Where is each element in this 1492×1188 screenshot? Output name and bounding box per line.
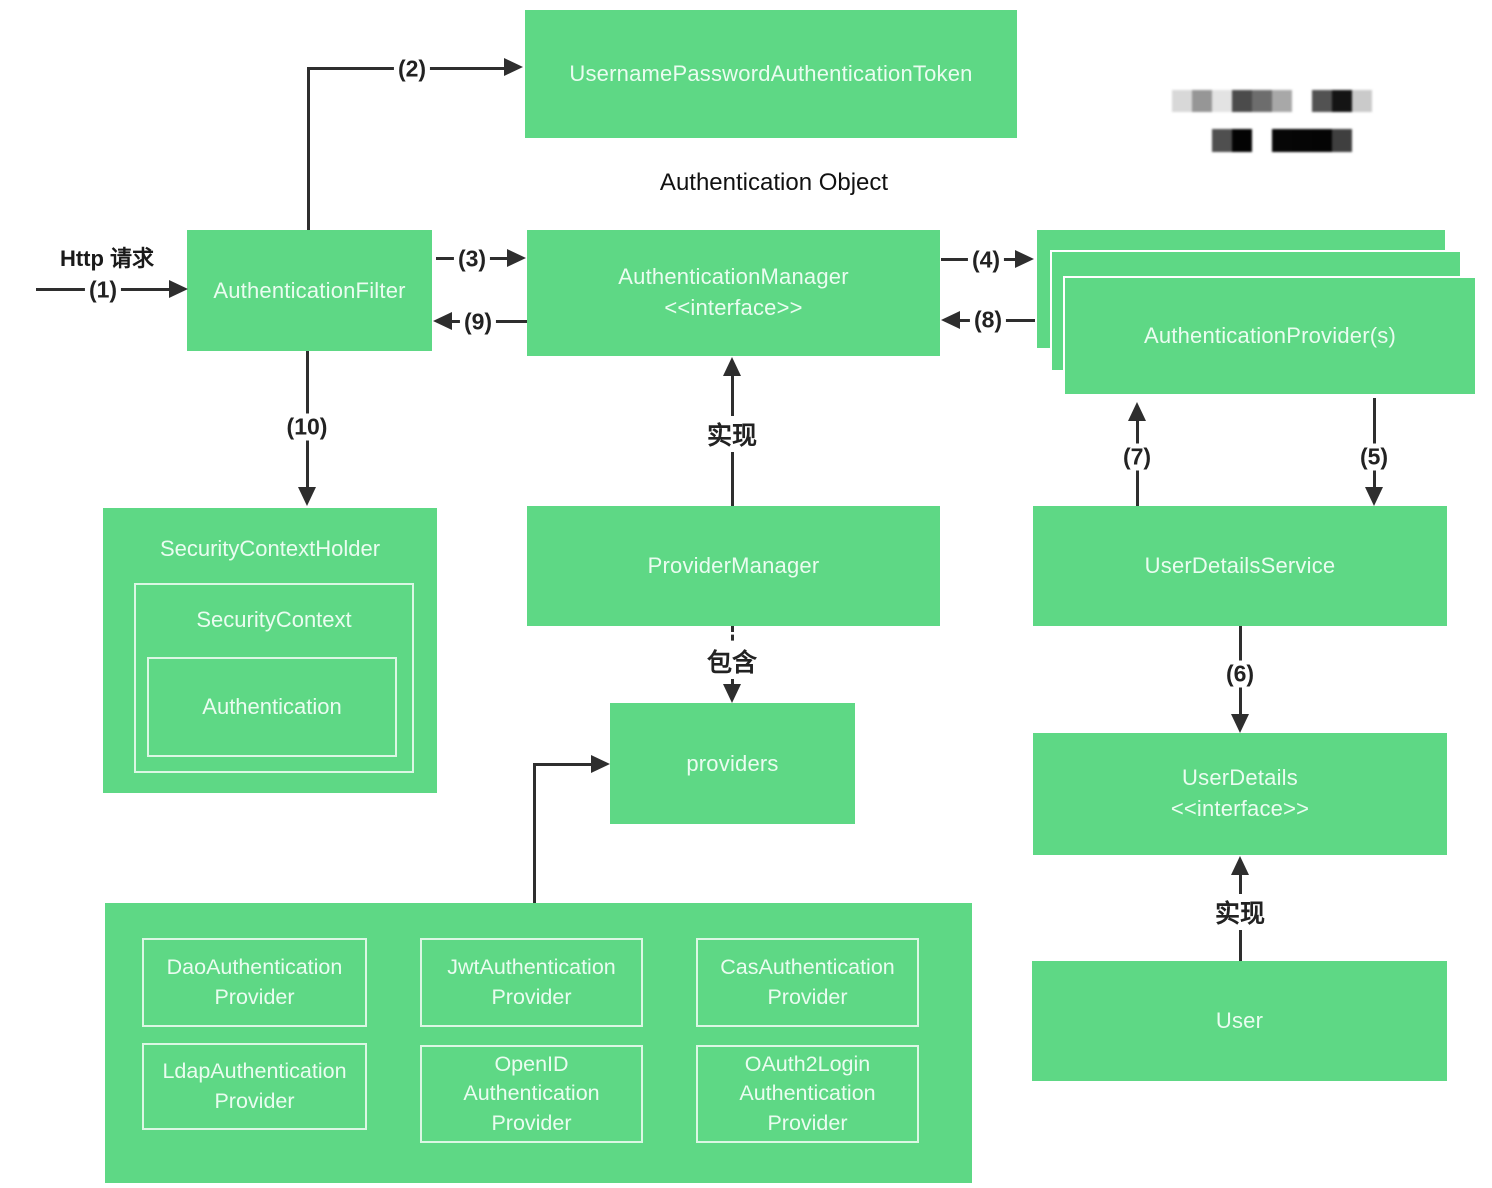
watermark-block bbox=[1332, 90, 1352, 112]
box-label: UserDetailsService bbox=[1144, 553, 1336, 578]
edge-contains-label: 包含 bbox=[702, 643, 762, 679]
edge-implements-center-arrowhead bbox=[723, 357, 741, 376]
watermark-block bbox=[1332, 129, 1352, 152]
box-authentication: Authentication bbox=[147, 657, 397, 757]
edge-impls-to-providers-arrowhead bbox=[591, 755, 610, 773]
box-label: User bbox=[1215, 1008, 1264, 1033]
edge-3-arrowhead bbox=[507, 249, 526, 267]
box-label: UsernamePasswordAuthenticationToken bbox=[569, 61, 973, 86]
watermark-block bbox=[1192, 90, 1212, 112]
edge-10-arrowhead bbox=[298, 487, 316, 506]
watermark-block bbox=[1312, 129, 1332, 152]
watermark-block bbox=[1232, 90, 1252, 112]
edge-1-arrowhead bbox=[169, 280, 188, 298]
box-label: Authentication bbox=[202, 694, 342, 719]
box-label: ProviderManager bbox=[647, 553, 820, 578]
edge-3-label: (3) bbox=[453, 245, 491, 273]
box-user-details: UserDetails <<interface>> bbox=[1033, 733, 1447, 855]
provider-impl-jwt: JwtAuthentication Provider bbox=[420, 938, 643, 1027]
edge-4-arrowhead bbox=[1015, 250, 1034, 268]
edge-9-arrowhead bbox=[433, 312, 452, 330]
watermark-block bbox=[1172, 90, 1192, 112]
edge-10-label: (10) bbox=[282, 413, 332, 441]
watermark-block bbox=[1292, 129, 1312, 152]
edge-impls-to-providers-vertical bbox=[533, 764, 536, 903]
edge-6-arrowhead bbox=[1231, 714, 1249, 733]
watermark-block bbox=[1212, 90, 1232, 112]
edge-implements-center-label: 实现 bbox=[702, 416, 762, 452]
box-username-password-authentication-token: UsernamePasswordAuthenticationToken bbox=[525, 10, 1017, 138]
edge-2-arrowhead bbox=[504, 58, 523, 76]
provider-impl-openid: OpenID Authentication Provider bbox=[420, 1045, 643, 1143]
provider-impl-ldap: LdapAuthentication Provider bbox=[142, 1043, 367, 1130]
box-security-context-holder bbox=[103, 508, 437, 793]
edge-7-label: (7) bbox=[1118, 443, 1156, 471]
watermark-block bbox=[1272, 90, 1292, 112]
box-providers: providers bbox=[610, 703, 855, 824]
box-label: providers bbox=[686, 750, 779, 776]
edge-4-label: (4) bbox=[967, 246, 1005, 274]
watermark-block bbox=[1252, 90, 1272, 112]
box-authentication-filter: AuthenticationFilter bbox=[187, 230, 432, 351]
box-label: AuthenticationFilter bbox=[213, 277, 406, 303]
box-provider-manager: ProviderManager bbox=[527, 506, 940, 626]
edge-5-arrowhead bbox=[1365, 487, 1383, 506]
security-context-label: SecurityContext bbox=[196, 607, 352, 632]
watermark-block bbox=[1212, 129, 1232, 152]
edge-contains-arrowhead bbox=[723, 684, 741, 703]
edge-8-arrowhead bbox=[941, 311, 960, 329]
edge-5-line bbox=[1373, 398, 1376, 487]
edge-impls-to-providers-horizontal bbox=[533, 763, 592, 766]
watermark-block bbox=[1352, 90, 1372, 112]
edge-5-label: (5) bbox=[1355, 443, 1393, 471]
edge-2-label: (2) bbox=[393, 55, 431, 83]
box-security-context bbox=[134, 583, 414, 773]
box-label: AuthenticationProvider(s) bbox=[1143, 323, 1396, 348]
box-user-details-service: UserDetailsService bbox=[1033, 506, 1447, 626]
edge-9-label: (9) bbox=[459, 308, 497, 336]
edge-2-line-vertical bbox=[307, 69, 310, 230]
provider-impl-oauth2login: OAuth2Login Authentication Provider bbox=[696, 1045, 919, 1143]
authentication-object-note: Authentication Object bbox=[659, 169, 889, 196]
box-authentication-manager: AuthenticationManager <<interface>> bbox=[527, 230, 940, 356]
edge-7-arrowhead bbox=[1128, 402, 1146, 421]
provider-impl-dao: DaoAuthentication Provider bbox=[142, 938, 367, 1027]
edge-8-label: (8) bbox=[969, 306, 1007, 334]
http-request-label: Http 请求 bbox=[59, 246, 155, 271]
box-label: AuthenticationManager bbox=[618, 264, 849, 290]
provider-impl-cas: CasAuthentication Provider bbox=[696, 938, 919, 1027]
watermark-block bbox=[1232, 129, 1252, 152]
stereotype-label: <<interface>> bbox=[664, 295, 803, 320]
security-context-holder-label: SecurityContextHolder bbox=[159, 536, 381, 561]
edge-implements-right-arrowhead bbox=[1231, 856, 1249, 875]
edge-6-label: (6) bbox=[1221, 660, 1259, 688]
edge-1-label: (1) bbox=[84, 276, 122, 304]
box-user: User bbox=[1032, 961, 1447, 1081]
watermark-block bbox=[1272, 129, 1292, 152]
stereotype-label: <<interface>> bbox=[1170, 796, 1310, 821]
box-authentication-providers: AuthenticationProvider(s) bbox=[1063, 276, 1477, 396]
edge-implements-right-label: 实现 bbox=[1210, 894, 1270, 930]
watermark-block bbox=[1312, 90, 1332, 112]
box-label: UserDetails bbox=[1182, 765, 1298, 791]
